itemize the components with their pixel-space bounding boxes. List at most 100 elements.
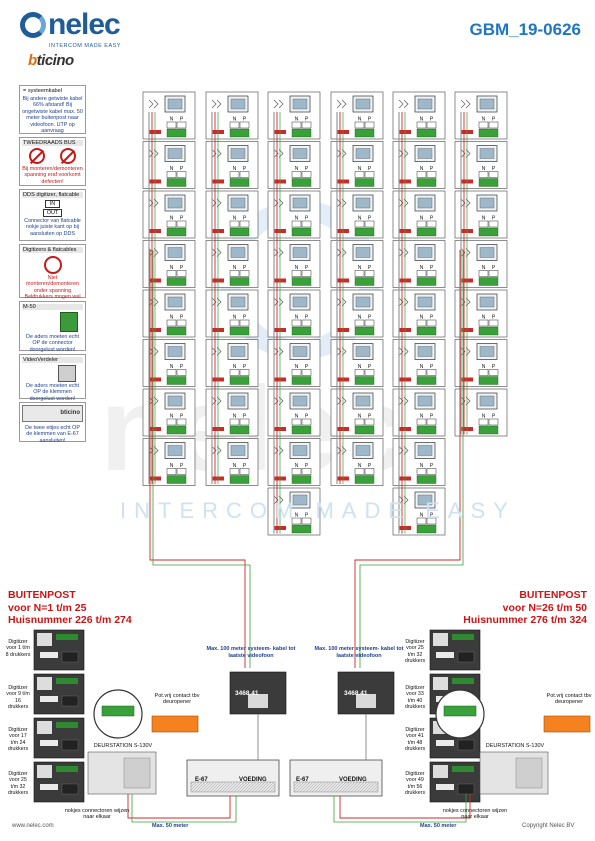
dds-in-label: IN	[44, 200, 61, 208]
flatcable-port	[61, 695, 79, 707]
screen-display	[479, 148, 495, 159]
screen-display	[292, 494, 308, 506]
supply-terminals	[190, 781, 276, 793]
terminal-n-label: N	[170, 364, 174, 370]
address-connector	[478, 376, 499, 385]
terminal-p	[426, 418, 437, 426]
digitizer-module	[33, 673, 85, 715]
screen-display	[230, 197, 246, 209]
logo-tagline: INTERCOM MADE EASY	[49, 43, 121, 49]
screen-display	[230, 346, 246, 357]
terminal-n-label: N	[295, 216, 299, 222]
terminal-n-label: N	[358, 414, 362, 420]
terminal-n	[229, 121, 240, 129]
address-connector	[229, 128, 250, 138]
terminal-p-label: P	[368, 216, 372, 222]
screen-display	[292, 346, 308, 357]
right-nokjes-label: nokjes connectoren wijzen naar elkaar	[442, 808, 508, 820]
relay-contact	[543, 715, 591, 733]
screen-display	[355, 395, 371, 407]
terminal-p	[364, 418, 375, 426]
screen-display	[167, 148, 183, 159]
screen-display	[167, 247, 183, 258]
terminal-p	[364, 171, 375, 178]
nelec-ring-icon	[20, 12, 46, 38]
screen-display	[355, 445, 371, 456]
terminal-p	[488, 369, 499, 376]
terminal-p	[488, 418, 499, 426]
bticino-badge	[40, 696, 58, 702]
terminal-n	[478, 121, 489, 129]
flatcable-port	[61, 739, 79, 751]
left-max50-label: Max. 50 meter	[152, 823, 189, 829]
screen-display	[417, 346, 433, 357]
terminal-p-label: P	[243, 166, 247, 172]
terminal-p-label: P	[180, 414, 184, 420]
terminal-n	[478, 418, 489, 426]
address-connector	[354, 326, 375, 336]
terminal-p	[239, 319, 250, 327]
terminal-n	[166, 171, 177, 178]
cable-left-2	[131, 794, 237, 823]
terminal-n	[229, 468, 240, 475]
legend-dds: DDS digitizer, flatcable IN OUT Connecto…	[19, 189, 86, 241]
terminal-p-label: P	[305, 117, 309, 123]
outdoor-stations	[33, 629, 591, 823]
terminal-p	[239, 121, 250, 129]
digitizer-module	[33, 629, 85, 671]
bticino-badge	[436, 784, 454, 790]
digitizer-connector	[452, 634, 474, 640]
footer-website: www.nelec.com	[12, 823, 54, 829]
e67-terminal-icon: bticino	[22, 405, 83, 422]
terminal-n-label: N	[170, 216, 174, 222]
terminal-p	[301, 171, 312, 178]
address-connector	[229, 475, 250, 484]
left-supply-label: VOEDING	[239, 777, 267, 783]
terminal-n-label: N	[233, 315, 237, 321]
left-title-1: BUITENPOST	[8, 589, 76, 601]
screen-display	[292, 296, 308, 308]
no-disconnect-icon	[44, 256, 62, 274]
terminal-p-label: P	[305, 315, 309, 321]
address-connector	[229, 178, 250, 187]
screen-display	[230, 395, 246, 407]
screen-display	[230, 98, 246, 110]
screen-display	[479, 296, 495, 308]
terminal-n-label: N	[170, 315, 174, 321]
address-connector	[478, 425, 499, 435]
terminal-n	[166, 418, 177, 426]
screen-display	[167, 445, 183, 456]
terminal-p-label: P	[430, 265, 434, 271]
terminal-p	[364, 270, 375, 277]
screen-display	[230, 148, 246, 159]
terminal-p	[176, 418, 187, 426]
bticino-mini-logo: bticino	[60, 410, 80, 416]
flatcable-port	[457, 783, 475, 795]
nelec-logo: nelec INTERCOM MADE EASY bticino	[18, 8, 158, 69]
terminal-n	[354, 468, 365, 475]
screen-display	[292, 148, 308, 159]
legend-e67-text: De twee eitjes echt OP de klemmen van E-…	[25, 425, 80, 444]
address-connector	[478, 326, 499, 336]
terminal-p	[364, 121, 375, 129]
terminal-p-label: P	[243, 414, 247, 420]
right-outdoor-title: BUITENPOST voor N=26 t/m 50 Huisnummer 2…	[463, 589, 587, 627]
screen-display	[292, 445, 308, 456]
button-icon	[211, 99, 222, 109]
terminal-n-label: N	[233, 414, 237, 420]
terminal-n-label: N	[420, 265, 424, 271]
terminal-p-label: P	[492, 315, 496, 321]
terminal-n	[291, 517, 302, 525]
terminal-p	[239, 220, 250, 228]
terminal-p-label: P	[492, 414, 496, 420]
legend-flatcables-text: Niet monteren/demonteren onder spanning …	[24, 275, 81, 301]
digitizer-module	[429, 629, 481, 671]
